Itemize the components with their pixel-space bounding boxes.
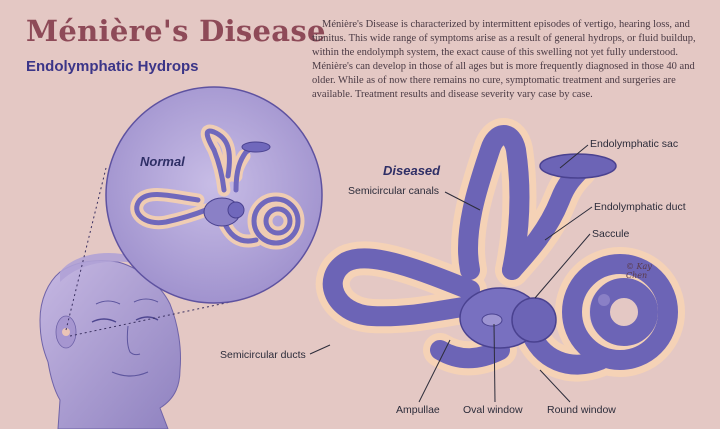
label-saccule: Saccule — [592, 228, 630, 240]
view-label-normal: Normal — [140, 154, 185, 169]
diseased-inner-ear — [315, 118, 685, 382]
label-endolymphatic-sac: Endolymphatic sac — [590, 138, 679, 150]
page-subtitle: Endolymphatic Hydrops — [26, 58, 199, 75]
normal-inset-circle — [105, 86, 323, 304]
artist-signature: © Kay Chen — [626, 262, 652, 280]
page-title: Ménière's Disease — [26, 14, 326, 48]
label-round-window: Round window — [547, 404, 616, 416]
description-paragraph: Ménière's Disease is characterized by in… — [312, 19, 696, 100]
label-endolymphatic-duct: Endolymphatic duct — [594, 201, 686, 213]
normal-inner-ear — [130, 124, 305, 250]
label-semicircular-canals: Semicircular canals — [348, 185, 440, 197]
label-semicircular-ducts: Semicircular ducts — [220, 349, 306, 361]
label-ampullae: Ampullae — [396, 404, 440, 416]
view-label-diseased: Diseased — [383, 163, 441, 178]
label-oval-window: Oval window — [463, 404, 523, 416]
